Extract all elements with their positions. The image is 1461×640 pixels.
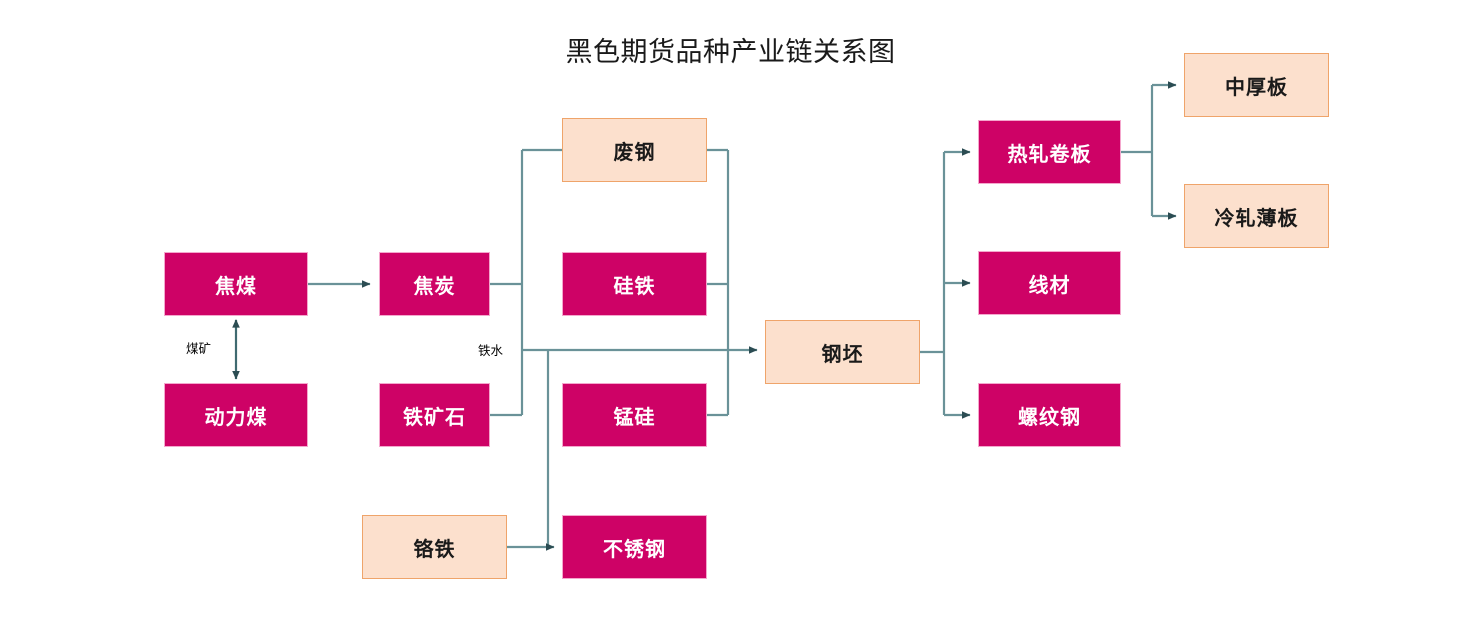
node-hot-rolled-coil[interactable]: 热轧卷板: [978, 120, 1121, 184]
node-cold-rolled-sheet[interactable]: 冷轧薄板: [1184, 184, 1329, 248]
node-thermal-coal[interactable]: 动力煤: [164, 383, 308, 447]
node-rebar[interactable]: 螺纹钢: [978, 383, 1121, 447]
node-label: 焦煤: [215, 275, 257, 298]
node-label: 铬铁: [413, 538, 456, 561]
node-label: 不锈钢: [603, 538, 666, 561]
node-coking-coal[interactable]: 焦煤: [164, 252, 308, 316]
node-label: 中厚板: [1225, 76, 1288, 99]
node-iron-ore[interactable]: 铁矿石: [379, 383, 490, 447]
node-ferrochrome[interactable]: 铬铁: [362, 515, 507, 579]
node-label: 硅铁: [613, 275, 656, 298]
node-billet[interactable]: 钢坯: [765, 320, 920, 384]
edge-label-coal-mine: 煤矿: [186, 342, 212, 356]
node-label: 铁矿石: [403, 406, 466, 429]
node-label: 热轧卷板: [1007, 143, 1092, 166]
node-label: 线材: [1028, 274, 1071, 297]
node-medium-plate[interactable]: 中厚板: [1184, 53, 1329, 117]
node-label: 焦炭: [413, 275, 456, 298]
node-label: 废钢: [613, 141, 656, 164]
node-stainless-steel[interactable]: 不锈钢: [562, 515, 707, 579]
edge-label-molten-iron: 铁水: [478, 344, 504, 358]
node-label: 动力煤: [204, 406, 268, 429]
node-label: 冷轧薄板: [1214, 207, 1299, 230]
node-label: 锰硅: [613, 406, 656, 429]
node-ferrosilicon[interactable]: 硅铁: [562, 252, 707, 316]
node-wire-rod[interactable]: 线材: [978, 251, 1121, 315]
page-title: 黑色期货品种产业链关系图: [565, 37, 896, 67]
node-coke[interactable]: 焦炭: [379, 252, 490, 316]
node-silicomanganese[interactable]: 锰硅: [562, 383, 707, 447]
node-scrap-steel[interactable]: 废钢: [562, 118, 707, 182]
node-label: 螺纹钢: [1018, 406, 1081, 429]
node-label: 钢坯: [821, 343, 864, 366]
